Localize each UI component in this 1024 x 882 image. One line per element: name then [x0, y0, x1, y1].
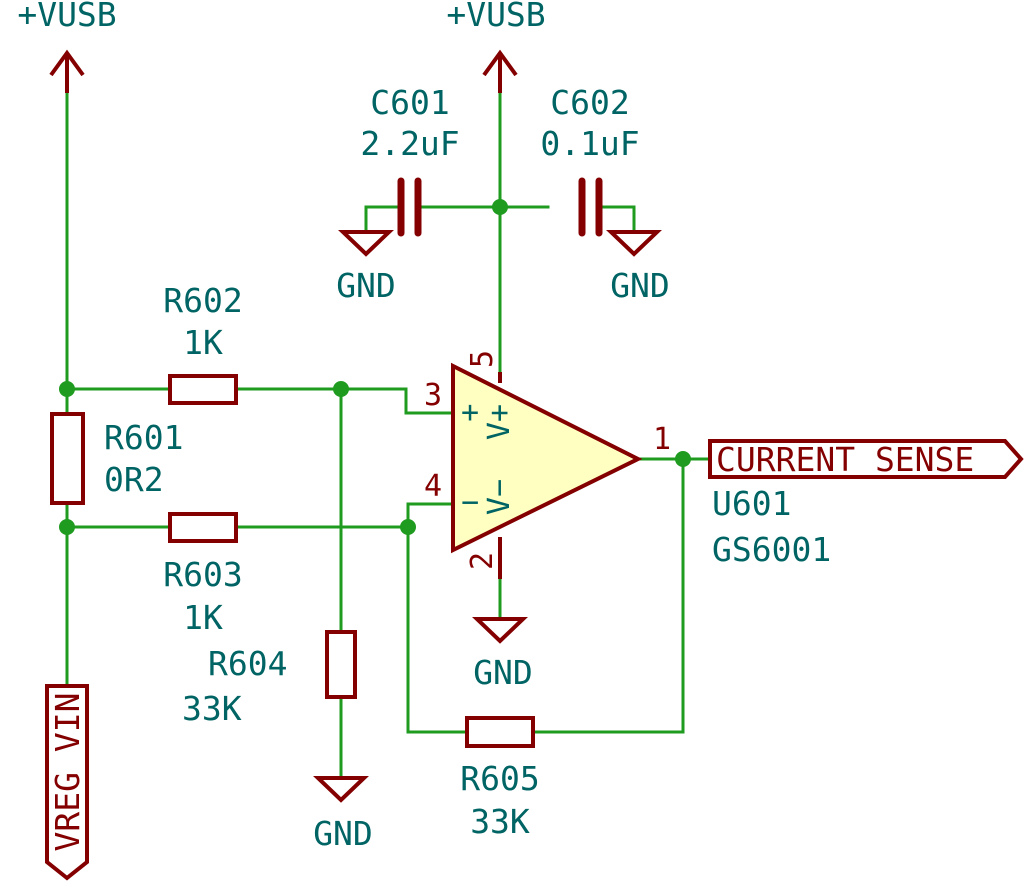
vreg-vin-label: VREG_VIN [48, 693, 88, 852]
gnd-c602-label: GND [610, 266, 670, 305]
pin-number-4: 4 [424, 469, 442, 504]
wires [65, 91, 712, 780]
opamp-body [451, 362, 643, 554]
gnd-u601-label: GND [473, 653, 533, 692]
net-label-current-sense: CURRENT_SENSE [708, 439, 1024, 480]
wire-r602-pin3 [234, 387, 455, 415]
capacitor-c602: C602 0.1uF [540, 83, 640, 237]
resistor-r603: R603 1K [163, 512, 243, 637]
u601-value: GS6001 [712, 530, 831, 569]
pin-number-2: 2 [465, 552, 500, 570]
pin-number-1: 1 [653, 422, 671, 457]
wire-c601-gnd [364, 205, 400, 234]
c601-ref: C601 [370, 83, 449, 122]
junction-dot [400, 519, 416, 535]
u601-ref: U601 [712, 484, 791, 523]
current-sense-label: CURRENT_SENSE [716, 440, 974, 480]
r604-value: 33K [182, 689, 242, 728]
junction-dot [492, 199, 508, 215]
junction-dot [59, 519, 75, 535]
pin-name-plus: + [461, 395, 479, 430]
vusb-left-label: +VUSB [17, 0, 116, 34]
wire-pin4-feedback [406, 502, 469, 734]
pin-name-vplus: V+ [482, 404, 517, 440]
pin-name-vminus: V− [482, 479, 517, 515]
net-label-vreg-vin: VREG_VIN [45, 684, 89, 881]
gnd-symbol-c602: GND [606, 230, 670, 305]
vusb-top-label: +VUSB [446, 0, 545, 34]
gnd-r604-label: GND [313, 814, 373, 853]
gnd-symbol-u601: GND [472, 617, 533, 692]
r602-value: 1K [183, 323, 223, 362]
opamp-u601: 3 4 1 5 2 + − V+ V− U601 GS6001 [424, 350, 831, 579]
r602-ref: R602 [163, 281, 242, 320]
resistor-r604: R604 33K [182, 630, 357, 728]
r605-ref: R605 [460, 759, 539, 798]
r603-value: 1K [183, 598, 223, 637]
pin-number-5: 5 [465, 350, 500, 368]
c602-value: 0.1uF [540, 124, 639, 163]
junction-dot [333, 381, 349, 397]
r601-ref: R601 [104, 418, 183, 457]
r601-value: 0R2 [104, 460, 164, 499]
power-vusb-top: +VUSB [446, 0, 546, 93]
r605-value: 33K [470, 802, 530, 841]
c601-value: 2.2uF [360, 124, 459, 163]
gnd-symbol-r604: GND [313, 776, 373, 853]
pin-name-minus: − [461, 485, 479, 520]
pin-number-3: 3 [424, 378, 442, 413]
junctions [59, 199, 691, 535]
c602-ref: C602 [550, 83, 629, 122]
wire-r605-output [531, 457, 712, 734]
r604-ref: R604 [208, 644, 287, 683]
junction-dot [59, 381, 75, 397]
power-vusb-left: +VUSB [17, 0, 117, 93]
capacitor-c601: C601 2.2uF [360, 83, 460, 237]
r603-ref: R603 [163, 555, 242, 594]
resistor-r605: R605 33K [460, 716, 540, 841]
wire-c602-gnd [600, 205, 636, 234]
gnd-symbol-c601: GND [336, 230, 396, 305]
resistor-r602: R602 1K [163, 281, 243, 405]
junction-dot [675, 451, 691, 467]
resistor-r601: R601 0R2 [50, 412, 183, 505]
gnd-c601-label: GND [336, 266, 396, 305]
